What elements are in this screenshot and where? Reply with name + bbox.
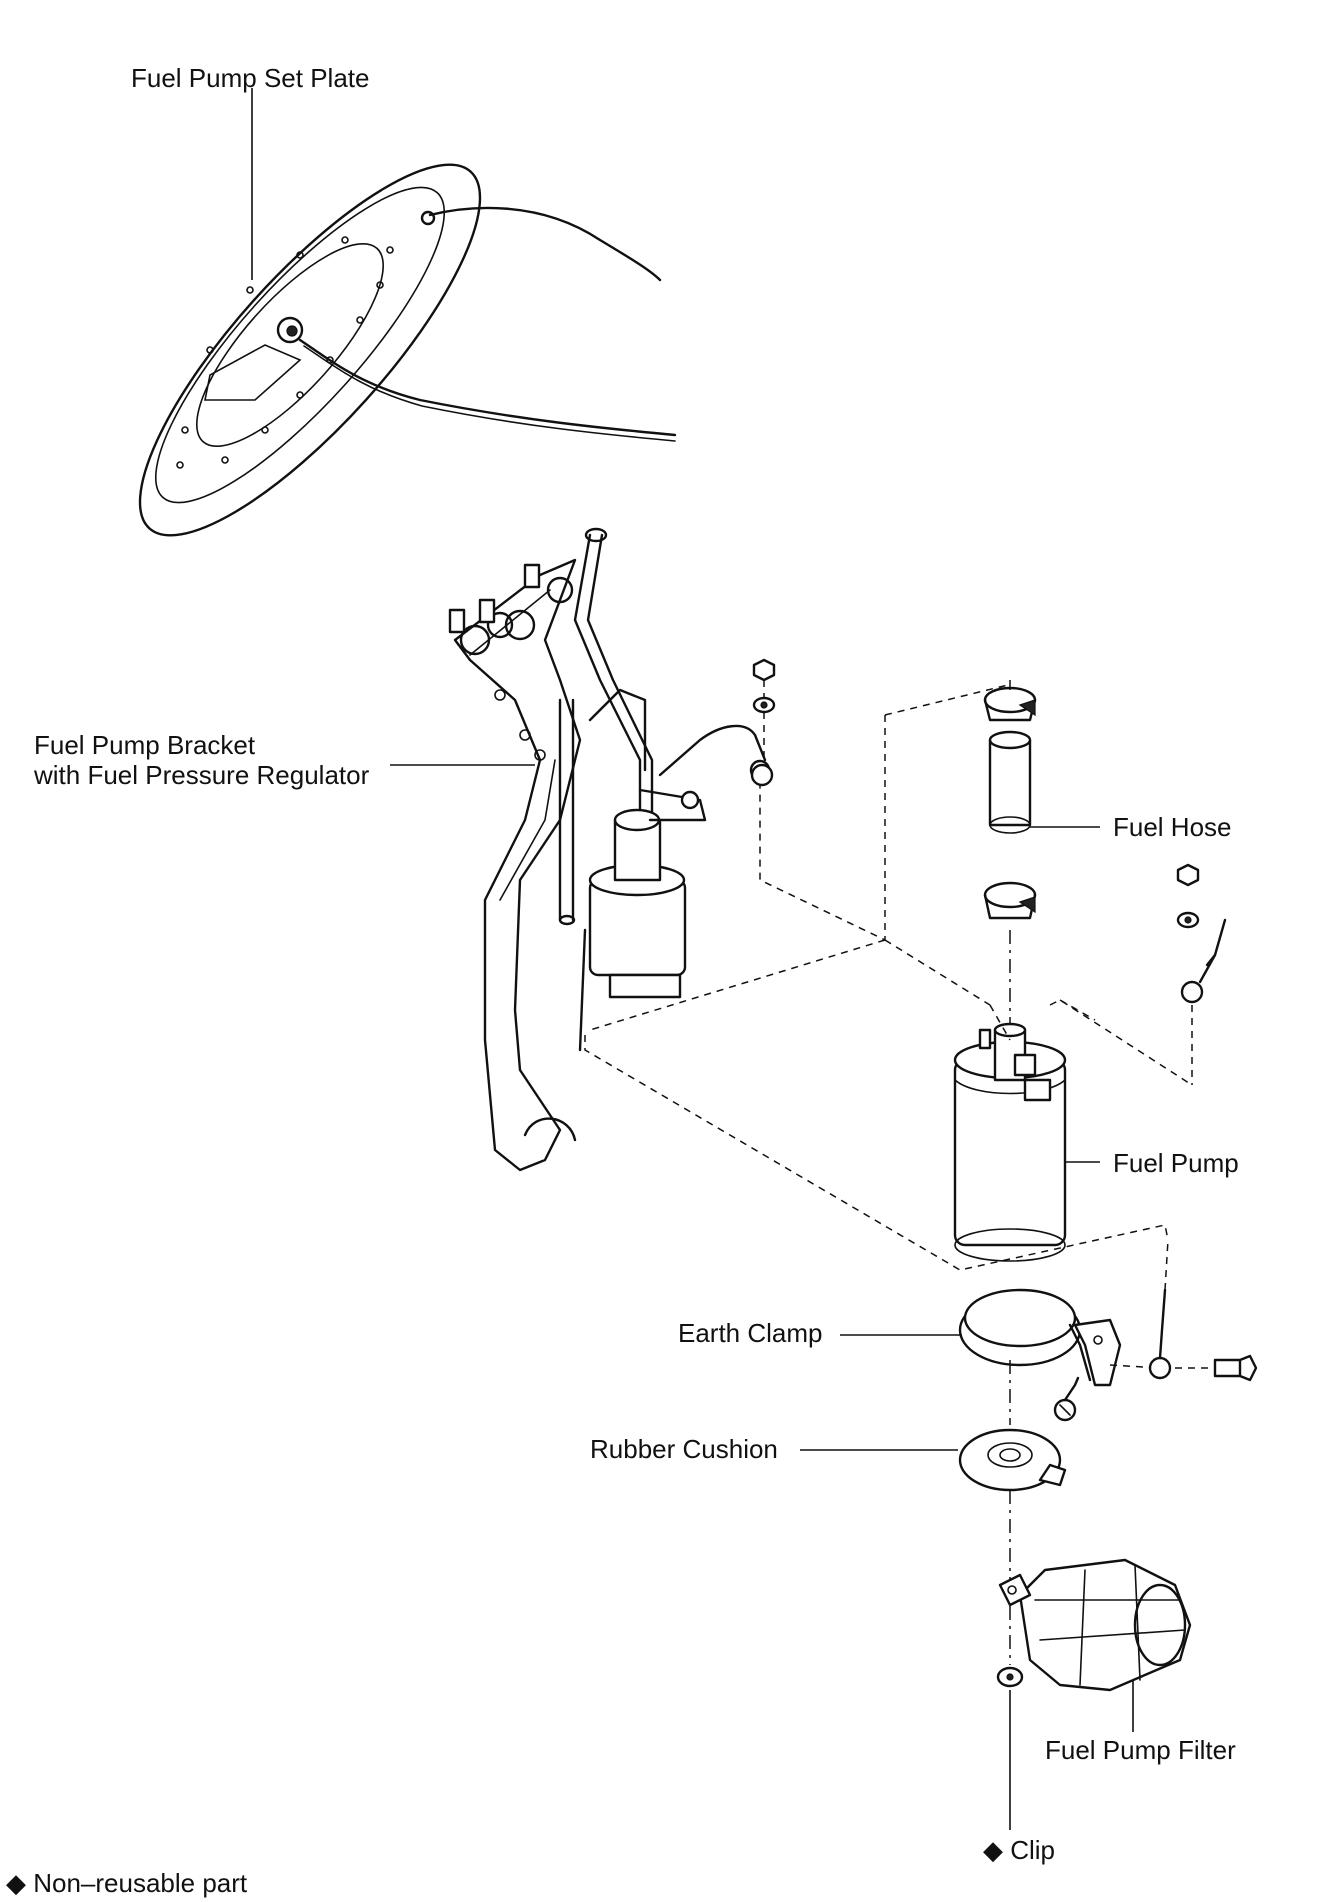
clip-part bbox=[996, 1666, 1024, 1830]
fuel-pump bbox=[953, 1022, 1067, 1262]
ground-terminal bbox=[1148, 1239, 1172, 1380]
hose-clamp-lower bbox=[983, 881, 1037, 920]
fuel-hose-assembly bbox=[983, 680, 1037, 1040]
rubber-cushion bbox=[958, 1360, 1067, 1665]
label-clip: ◆ Clip bbox=[983, 1835, 1056, 1865]
assembly-guide-lines bbox=[584, 684, 1193, 1271]
label-earth-clamp: Earth Clamp bbox=[678, 1318, 823, 1348]
pump-ground-hardware bbox=[1176, 863, 1227, 1085]
label-fuel-hose: Fuel Hose bbox=[1113, 812, 1232, 842]
hose-clamp-upper bbox=[983, 686, 1037, 722]
fuel-pressure-regulator bbox=[588, 724, 771, 999]
legend-non-reusable: ◆ Non–reusable part bbox=[6, 1868, 248, 1898]
fuel-pump-set-plate bbox=[138, 163, 677, 537]
ground-bolt bbox=[1175, 1354, 1258, 1382]
bracket-ground-hardware bbox=[750, 658, 776, 787]
label-rubber-cushion: Rubber Cushion bbox=[590, 1434, 778, 1464]
earth-clamp bbox=[958, 1288, 1161, 1387]
label-fuel-pump: Fuel Pump bbox=[1113, 1148, 1239, 1178]
fuel-pump-bracket bbox=[448, 527, 771, 1172]
label-fuel-pump-filter: Fuel Pump Filter bbox=[1045, 1735, 1236, 1765]
leader-lines bbox=[251, 88, 1134, 1732]
fuel-pump-filter bbox=[998, 1558, 1192, 1692]
label-fuel-pump-set-plate: Fuel Pump Set Plate bbox=[131, 63, 370, 93]
bolt-holes bbox=[176, 236, 394, 469]
label-fuel-pump-bracket: Fuel Pump Bracket with Fuel Pressure Reg… bbox=[34, 730, 370, 790]
clamp-screw bbox=[1053, 1376, 1080, 1422]
